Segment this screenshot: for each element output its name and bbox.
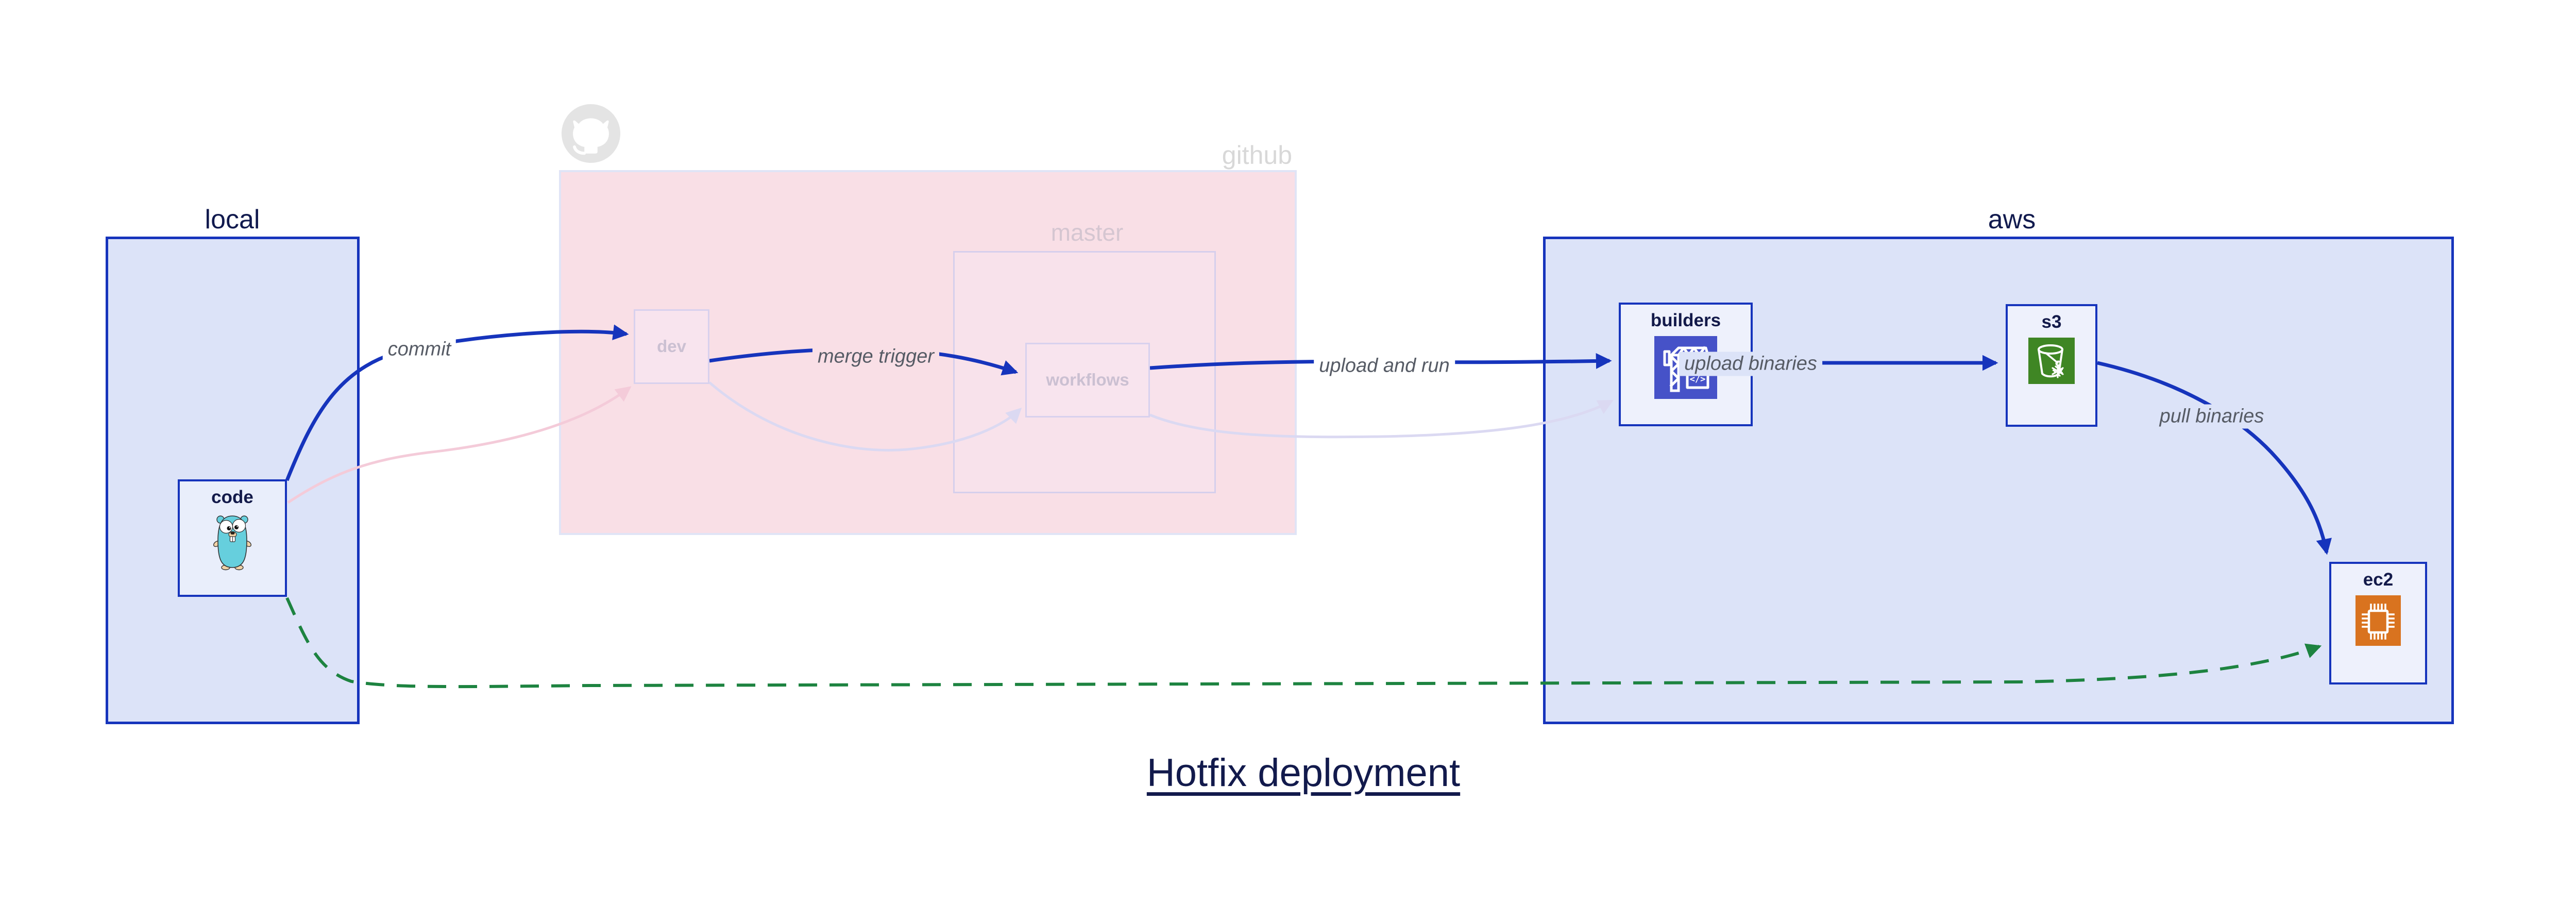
edge-label-merge-trigger: merge trigger: [812, 344, 939, 369]
node-s3: s3: [2006, 304, 2097, 427]
node-dev-label: dev: [657, 337, 686, 356]
edge-faded-merge: [708, 381, 1022, 452]
cluster-label-local: local: [205, 205, 260, 235]
go-gopher-icon: [213, 515, 251, 570]
diagram-title: Hotfix deployment: [1146, 751, 1461, 795]
codebuild-icon-text: </>: [1690, 374, 1706, 385]
node-workflows-label: workflows: [1046, 370, 1129, 390]
s3-glacier-bucket-icon: [2028, 337, 2075, 384]
node-code: code: [178, 479, 287, 597]
cluster-label-aws: aws: [1988, 205, 2036, 235]
edge-commit: [285, 324, 629, 481]
edge-faded-commit: [287, 386, 632, 504]
node-ec2-label: ec2: [2363, 570, 2394, 590]
cluster-label-github: github: [1222, 141, 1292, 170]
ec2-chip-icon: [2355, 595, 2401, 646]
edge-label-commit: commit: [382, 337, 456, 362]
edge-faded-upload: [1149, 399, 1614, 439]
edge-pull-binaries: [2097, 361, 2332, 555]
node-code-label: code: [211, 487, 253, 507]
node-workflows: workflows: [1025, 343, 1150, 417]
node-builders-label: builders: [1650, 310, 1721, 330]
edge-label-pull-binaries: pull binaries: [2154, 404, 2269, 429]
node-dev: dev: [634, 309, 709, 384]
node-s3-label: s3: [2041, 312, 2062, 332]
edge-label-upload-binaries: upload binaries: [1679, 352, 1822, 376]
edge-label-upload-and-run: upload and run: [1314, 354, 1455, 378]
node-ec2: ec2: [2329, 562, 2427, 684]
octocat-icon: [561, 104, 621, 163]
cluster-label-master: master: [1050, 219, 1124, 246]
edge-hotfix-direct: [285, 597, 2322, 689]
